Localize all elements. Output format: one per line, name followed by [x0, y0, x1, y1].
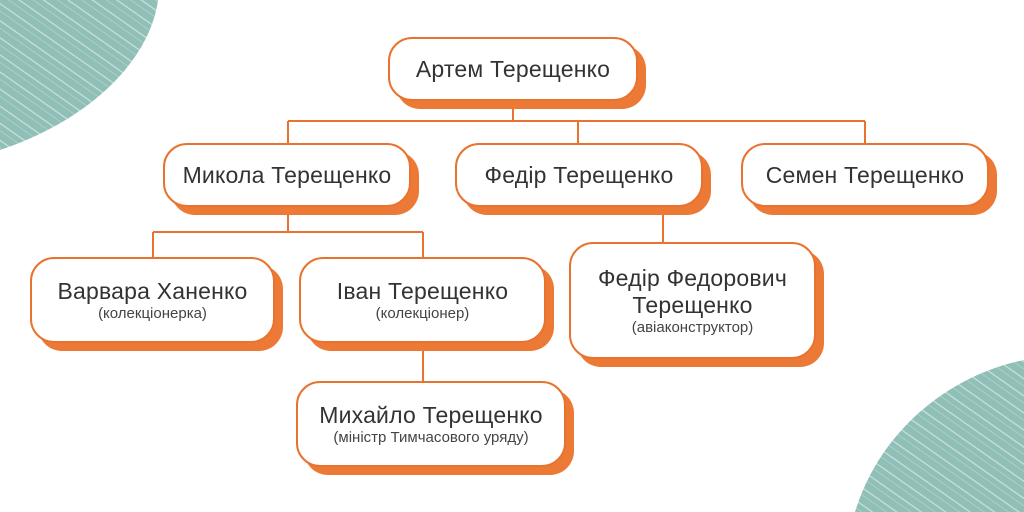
node-mykhailo-tereshchenko: Михайло Терещенко (міністр Тимчасового у…: [296, 381, 566, 467]
node-name: Варвара Ханенко: [57, 277, 248, 304]
node-mykola-tereshchenko: Микола Терещенко: [163, 143, 411, 207]
node-ivan-tereshchenko: Іван Терещенко (колекціонер): [299, 257, 546, 343]
node-fedir-fedorovych-tereshchenko: Федір Федорович Терещенко (авіаконструкт…: [569, 242, 816, 359]
node-name: Артем Терещенко: [415, 55, 611, 82]
node-name: Іван Терещенко: [336, 277, 509, 304]
node-name: Микола Терещенко: [182, 161, 392, 188]
node-name: Михайло Терещенко: [319, 401, 543, 428]
node-role: (міністр Тимчасового уряду): [333, 428, 529, 446]
node-varvara-khanenko: Варвара Ханенко (колекціонерка): [30, 257, 275, 343]
node-role: (колекціонерка): [98, 304, 207, 322]
teal-blob-bottom-right: [855, 360, 1024, 512]
connector-root-to-children: [287, 102, 866, 144]
node-artem-tereshchenko: Артем Терещенко: [388, 37, 638, 101]
teal-blob-top-left: [0, 0, 158, 150]
node-name: Федір Федорович Терещенко: [597, 264, 788, 318]
node-semen-tereshchenko: Семен Терещенко: [741, 143, 989, 207]
node-name: Федір Терещенко: [484, 161, 674, 188]
node-fedir-tereshchenko: Федір Терещенко: [455, 143, 703, 207]
connector-mykola-to-children: [152, 208, 424, 258]
node-role: (авіаконструктор): [631, 318, 754, 336]
node-role: (колекціонер): [375, 304, 470, 322]
node-name: Семен Терещенко: [765, 161, 965, 188]
